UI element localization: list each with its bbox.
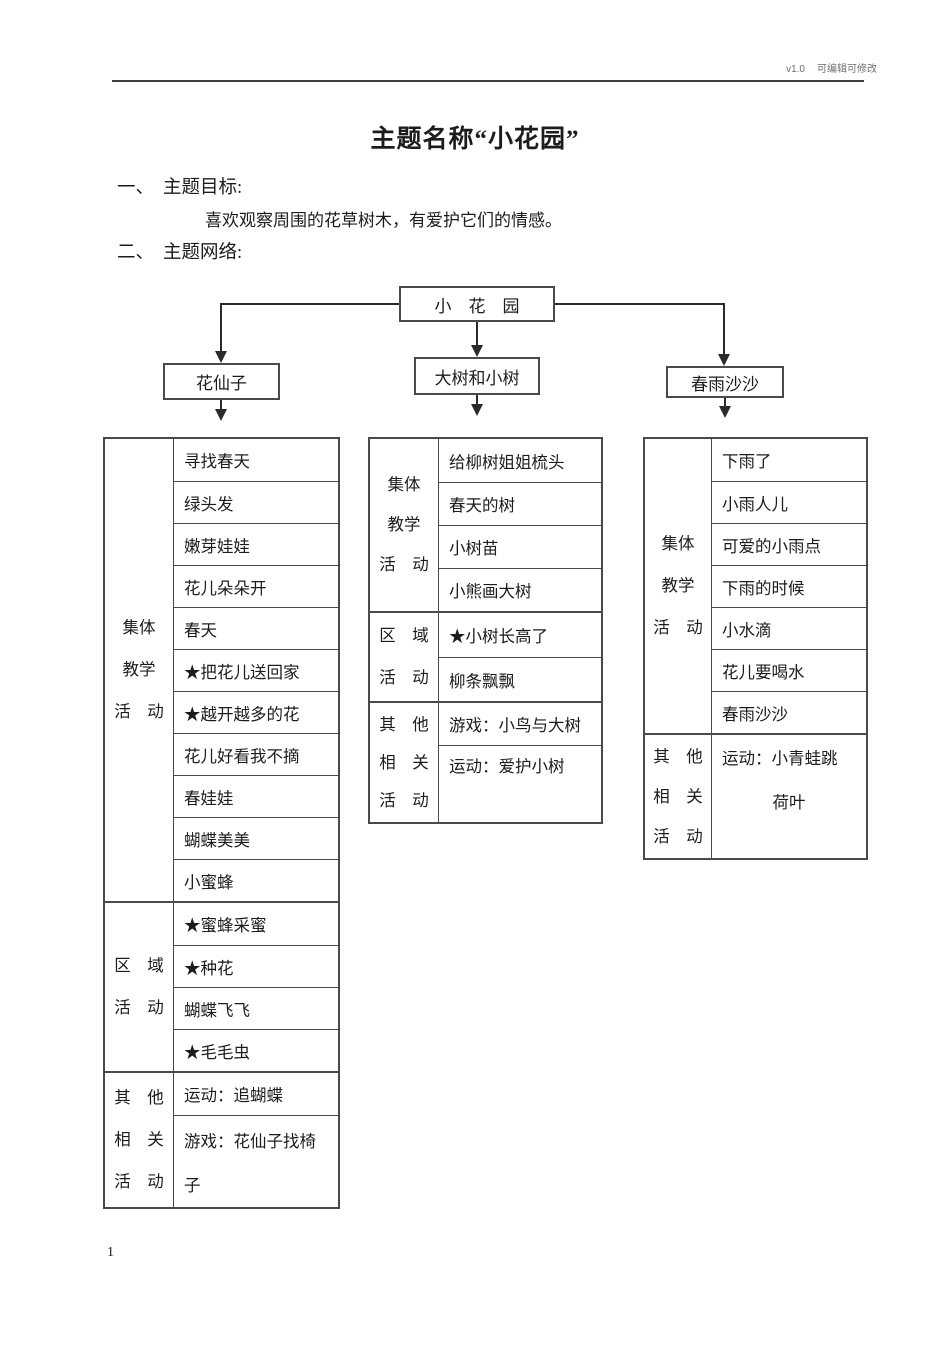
activity-cell: 小雨人儿 [712,481,866,523]
activity-cell: ★蜜蜂采蜜 [184,916,267,935]
activity-cell: 绿头发 [174,481,338,523]
activity-cell: 寻找春天 [184,452,250,471]
header-divider [112,80,864,82]
rowgroup-area-activities: 区 域 活 动 ★蜜蜂采蜜 ★种花 蝴蝶飞飞 ★毛毛虫 [105,901,338,1071]
activity-cell: 小熊画大树 [439,568,601,611]
rowgroup-collective-teaching: 集体 教学 活 动 给柳树姐姐梳头 春天的树 小树苗 小熊画大树 [370,439,601,611]
activity-cell: 小水滴 [712,607,866,649]
editable-note: 可编辑可修改 [817,64,877,75]
activity-cell: 嫩芽娃娃 [174,523,338,565]
section-marker: 二、 [117,243,155,263]
activity-cell: 游戏：花仙子找椅 子 [174,1115,338,1207]
activity-cell: 蝴蝶美美 [174,817,338,859]
rowgroup-collective-teaching: 集体 教学 活 动 寻找春天 绿头发 嫩芽娃娃 花儿朵朵开 春天 ★把花儿送回家… [105,439,338,901]
diagram-node-root: 小 花 园 [399,286,555,322]
section-heading-network: 二、主题网络: [117,238,242,264]
activity-cell: 花儿好看我不摘 [174,733,338,775]
document-title: 主题名称“小花园” [370,126,580,153]
activity-cell: 运动：小青蛙跳 荷叶 [722,749,838,812]
rowgroup-label: 其 他 相 关 活 动 [645,735,712,858]
activity-cell: 花儿朵朵开 [174,565,338,607]
activity-cell: 春雨沙沙 [712,691,866,733]
section-heading-goal: 一、主题目标: [117,173,242,199]
activity-cell: ★把花儿送回家 [174,649,338,691]
activity-cell: ★小树长高了 [449,627,548,646]
table-flower-fairy: 集体 教学 活 动 寻找春天 绿头发 嫩芽娃娃 花儿朵朵开 春天 ★把花儿送回家… [103,437,340,1209]
section-title: 主题目标: [163,178,243,198]
rowgroup-label: 其 他 相 关 活 动 [105,1073,174,1207]
rowgroup-label: 其 他 相 关 活 动 [370,703,439,822]
rowgroup-other-related: 其 他 相 关 活 动 游戏：小鸟与大树 运动：爱护小树 [370,701,601,822]
activity-cell: 柳条飘飘 [439,657,601,701]
rowgroup-label: 集体 教学 活 动 [645,439,712,733]
activity-cell: ★种花 [174,945,338,987]
section-marker: 一、 [117,178,155,198]
rowgroup-collective-teaching: 集体 教学 活 动 下雨了 小雨人儿 可爱的小雨点 下雨的时候 小水滴 花儿要喝… [645,439,866,733]
rowgroup-label: 集体 教学 活 动 [370,439,439,611]
activity-cell: 春天 [174,607,338,649]
activity-cell: 小蜜蜂 [174,859,338,901]
activity-cell: 春天的树 [439,482,601,525]
diagram-node-flower-fairy: 花仙子 [163,363,280,400]
table-big-tree-small-tree: 集体 教学 活 动 给柳树姐姐梳头 春天的树 小树苗 小熊画大树 区 域 活 动… [368,437,603,824]
rowgroup-other-related: 其 他 相 关 活 动 运动：小青蛙跳 荷叶 [645,733,866,858]
activity-cell: 蝴蝶飞飞 [174,987,338,1029]
activity-cell: 下雨的时候 [712,565,866,607]
rowgroup-other-related: 其 他 相 关 活 动 运动：追蝴蝶 游戏：花仙子找椅 子 [105,1071,338,1207]
rowgroup-label: 区 域 活 动 [370,613,439,701]
activity-cell: 游戏：小鸟与大树 [449,716,581,735]
activity-cell: 可爱的小雨点 [712,523,866,565]
version-note: v1.0 可编辑可修改 [786,60,877,75]
page-number: 1 [107,1245,114,1260]
section-title: 主题网络: [163,243,243,263]
activity-cell: 春娃娃 [174,775,338,817]
activity-cell: 小树苗 [439,525,601,568]
table-spring-rain: 集体 教学 活 动 下雨了 小雨人儿 可爱的小雨点 下雨的时候 小水滴 花儿要喝… [643,437,868,860]
activity-cell: 运动：追蝴蝶 [184,1086,283,1105]
activity-cell: 运动：爱护小树 [439,745,601,822]
activity-cell: 花儿要喝水 [712,649,866,691]
activity-cell: ★毛毛虫 [174,1029,338,1071]
activity-cell: 下雨了 [722,452,772,471]
goal-text: 喜欢观察周围的花草树木，有爱护它们的情感。 [205,211,562,230]
activity-cell: ★越开越多的花 [174,691,338,733]
version-number: v1.0 [786,64,805,75]
rowgroup-area-activities: 区 域 活 动 ★小树长高了 柳条飘飘 [370,611,601,701]
diagram-node-spring-rain: 春雨沙沙 [666,366,784,398]
diagram-node-big-tree-small-tree: 大树和小树 [414,357,540,395]
rowgroup-label: 区 域 活 动 [105,903,174,1071]
activity-cell: 给柳树姐姐梳头 [449,452,565,472]
rowgroup-label: 集体 教学 活 动 [105,439,174,901]
